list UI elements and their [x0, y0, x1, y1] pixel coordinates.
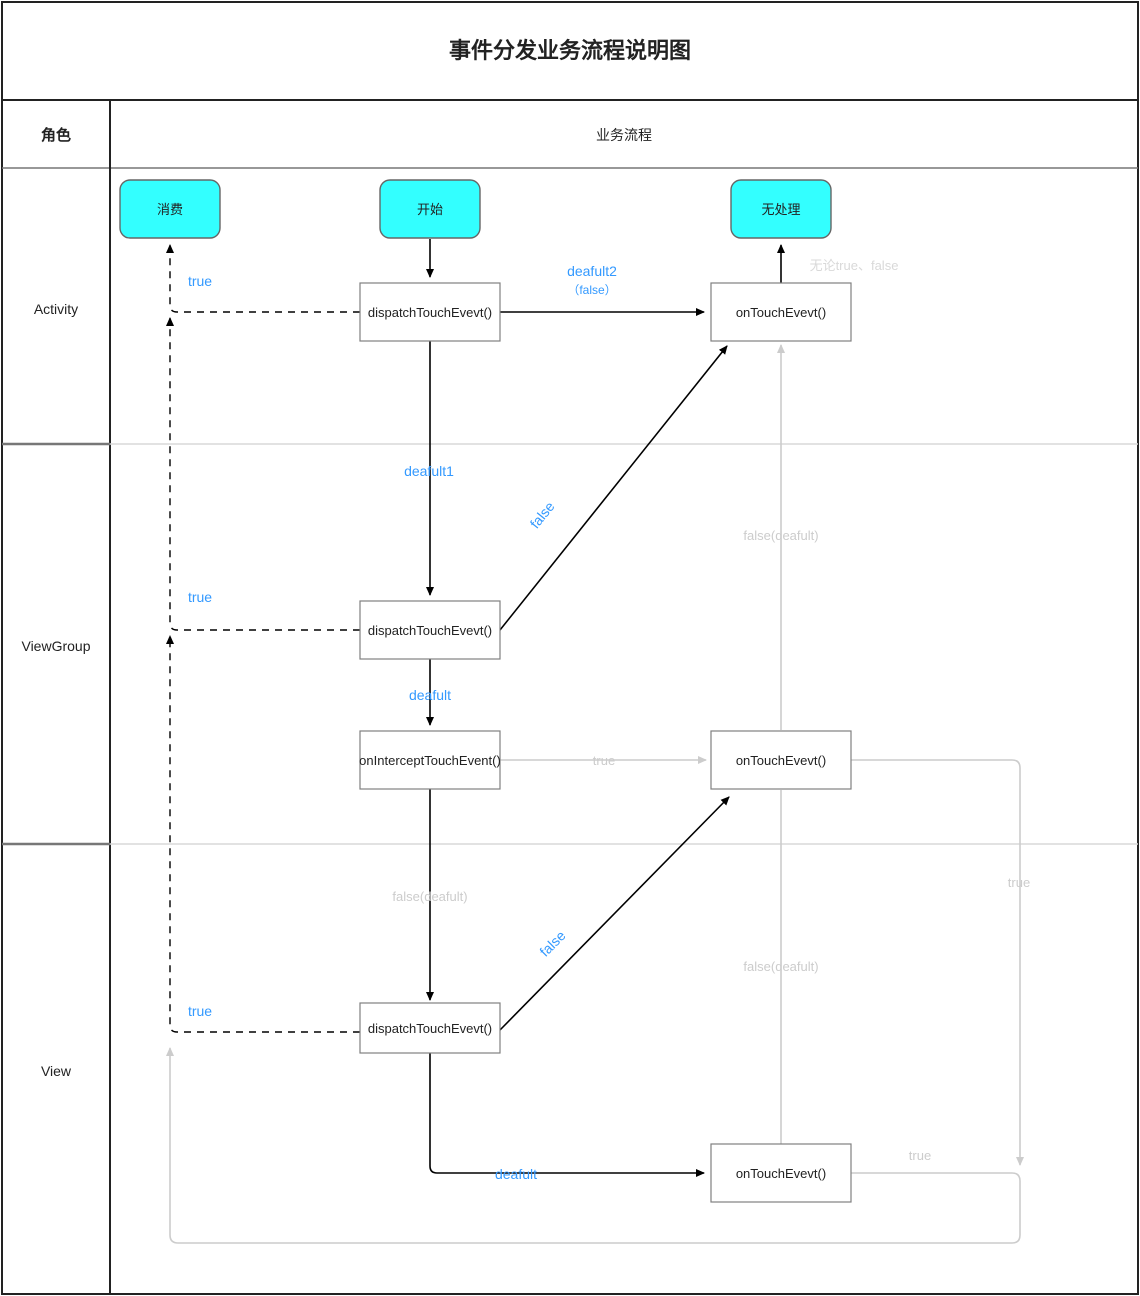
header-flow: 业务流程 — [596, 127, 652, 143]
role-label-view: View — [41, 1063, 72, 1079]
node-viewgroup-onintercept-label: onInterceptTouchEvent() — [359, 753, 501, 768]
node-activity-dispatch[interactable]: dispatchTouchEvevt() — [359, 282, 501, 342]
label-no-matter-true-false: 无论true、false — [810, 258, 899, 273]
node-viewgroup-dispatch[interactable]: dispatchTouchEvevt() — [359, 600, 501, 660]
node-activity-dispatch-label: dispatchTouchEvevt() — [368, 305, 492, 320]
gray-flow-vg-ontouch-true-right-down — [851, 759, 1024, 1166]
node-start-label: 开始 — [417, 202, 443, 217]
label-deafult2: deafult2 — [567, 263, 617, 279]
role-label-viewgroup: ViewGroup — [21, 638, 90, 654]
dashed-activity-dispatch-true-to-consume — [166, 244, 360, 313]
node-activity-ontouch-label: onTouchEvevt() — [736, 305, 826, 320]
label-false-deafult-upper-right: false(deafult) — [743, 528, 818, 543]
label-bottom-true: true — [909, 1148, 931, 1163]
label-viewgroup-true: true — [188, 589, 212, 605]
label-activity-true: true — [188, 273, 212, 289]
flow-view-dispatch-false-to-vg-ontouch — [499, 796, 730, 1031]
dashed-vg-dispatch-true-to-consume — [166, 317, 360, 631]
label-intercept-true: true — [593, 753, 615, 768]
node-viewgroup-onintercept[interactable]: onInterceptTouchEvent() — [359, 730, 501, 790]
node-view-dispatch[interactable]: dispatchTouchEvevt() — [359, 1002, 501, 1054]
label-false-deafult-middle: false(deafult) — [392, 889, 467, 904]
node-consume[interactable]: 消费 — [119, 179, 221, 239]
node-no-handle-label: 无处理 — [761, 202, 800, 217]
label-view-true: true — [188, 1003, 212, 1019]
node-consume-label: 消费 — [157, 202, 183, 217]
node-view-ontouch[interactable]: onTouchEvevt() — [710, 1143, 852, 1203]
label-false-deafult-lower-right: false(deafult) — [743, 959, 818, 974]
flow-view-dispatch-deafult-to-view-ontouch — [429, 1053, 705, 1177]
page-title: 事件分发业务流程说明图 — [449, 38, 691, 63]
flow-vg-dispatch-false-to-activity-ontouch — [499, 345, 728, 631]
gray-flow-view-ontouch-true-loop — [166, 1047, 1021, 1244]
node-viewgroup-ontouch[interactable]: onTouchEvevt() — [710, 730, 852, 790]
label-right-true: true — [1008, 875, 1030, 890]
dashed-view-dispatch-true-to-consume — [166, 635, 360, 1033]
node-start[interactable]: 开始 — [379, 179, 481, 239]
label-deafult-viewgroup: deafult — [409, 687, 451, 703]
node-view-dispatch-label: dispatchTouchEvevt() — [368, 1021, 492, 1036]
header-role: 角色 — [41, 126, 71, 144]
label-deafult2-sub: （false） — [567, 283, 616, 297]
node-no-handle[interactable]: 无处理 — [730, 179, 832, 239]
label-deafult-view: deafult — [495, 1166, 537, 1182]
node-viewgroup-dispatch-label: dispatchTouchEvevt() — [368, 623, 492, 638]
node-viewgroup-ontouch-label: onTouchEvevt() — [736, 753, 826, 768]
node-view-ontouch-label: onTouchEvevt() — [736, 1166, 826, 1181]
role-label-activity: Activity — [34, 301, 78, 317]
label-deafult1: deafult1 — [404, 463, 454, 479]
node-activity-ontouch[interactable]: onTouchEvevt() — [710, 282, 852, 342]
